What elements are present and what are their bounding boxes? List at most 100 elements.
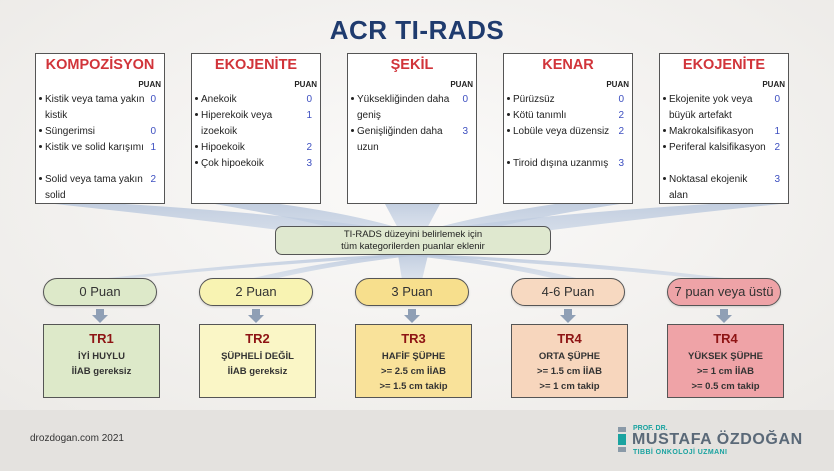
result-recommendation: >= 1 cm İİAB (696, 366, 755, 377)
logo-mark-icon (618, 427, 630, 455)
fan-to-4-6 (405, 255, 585, 280)
criteria-item: Hiperekoik veya izoekoik 1 (192, 108, 320, 140)
puan-header: PUAN (294, 80, 317, 89)
bullet-icon (663, 177, 666, 180)
criteria-item: Solid veya tama yakın solid 2 (36, 172, 164, 204)
fan-to-3 (398, 255, 428, 280)
criteria-item: Çok hipoekoik 3 (192, 156, 320, 172)
category-title: KOMPOZİSYON (45, 57, 155, 73)
result-recommendation: >= 2.5 cm İİAB (381, 366, 446, 377)
criteria-score: 3 (774, 174, 780, 185)
result-risk: ORTA ŞÜPHE (538, 351, 601, 362)
result-recommendation: >= 0.5 cm takip (691, 381, 760, 392)
criteria-text: Anekoik (201, 94, 237, 105)
criteria-score: 1 (306, 110, 312, 121)
criteria-text: Lobüle veya düzensiz (513, 126, 610, 137)
criteria-score: 2 (150, 174, 156, 185)
fan-to-7 (410, 255, 740, 280)
result-level: TR4 (557, 331, 582, 346)
criteria-score: 2 (618, 110, 624, 121)
puan-header: PUAN (606, 80, 629, 89)
bullet-icon (351, 129, 354, 132)
bullet-icon (507, 113, 510, 116)
criteria-score: 0 (618, 94, 624, 105)
bullet-icon (663, 97, 666, 100)
logo-subtitle: TIBBİ ONKOLOJİ UZMANI (633, 449, 728, 456)
result-level: TR1 (89, 331, 114, 346)
instruction-line-2: tüm kategorilerden puanlar eklenir (341, 241, 485, 252)
criteria-text: Yüksekliğinden daha geniş (357, 94, 450, 121)
bullet-icon (663, 129, 666, 132)
criteria-item: Anekoik 0 (192, 92, 320, 108)
bullet-icon (39, 129, 42, 132)
instruction-box: TI-RADS düzeyini belirlemek için tüm kat… (275, 226, 551, 255)
criteria-text: Kötü tanımlı (513, 110, 567, 121)
result-level: TR3 (401, 331, 426, 346)
result-recommendation: >= 1 cm takip (539, 381, 600, 392)
criteria-item: Lobüle veya düzensiz 2 (504, 124, 632, 156)
bullet-icon (39, 97, 42, 100)
bullet-icon (39, 177, 42, 180)
down-arrow-icon (716, 309, 732, 323)
bullet-icon (351, 97, 354, 100)
criteria-text: Hiperekoik veya izoekoik (201, 110, 273, 137)
result-level: TR2 (245, 331, 270, 346)
criteria-score: 0 (150, 94, 156, 105)
criteria-score: 0 (306, 94, 312, 105)
result-risk: ŞÜPHELİ DEĞİL (221, 351, 294, 362)
puan-header: PUAN (762, 80, 785, 89)
puan-header: PUAN (450, 80, 473, 89)
fan-from-sekil (385, 204, 440, 232)
criteria-score: 1 (774, 126, 780, 137)
criteria-text: Tiroid dışına uzanmış (513, 158, 609, 169)
footer-band (0, 410, 834, 471)
criteria-score: 3 (306, 158, 312, 169)
footer-site: drozdogan.com 2021 (30, 433, 124, 444)
down-arrow-icon (404, 309, 420, 323)
criteria-text: Çok hipoekoik (201, 158, 264, 169)
result-level: TR4 (713, 331, 738, 346)
instruction-line-1: TI-RADS düzeyini belirlemek için (343, 229, 483, 240)
criteria-text: Noktasal ekojenik alan (669, 174, 748, 201)
bullet-icon (195, 97, 198, 100)
result-recommendation: İİAB gereksiz (227, 366, 288, 377)
bullet-icon (195, 145, 198, 148)
criteria-score: 2 (774, 142, 780, 153)
points-pill-3: 3 Puan (355, 278, 469, 306)
criteria-text: Genişliğinden daha uzun (357, 126, 443, 153)
criteria-text: Kistik veya tama yakın kistik (45, 94, 145, 121)
points-pill-0: 0 Puan (43, 278, 157, 306)
points-pill-2: 2 Puan (199, 278, 313, 306)
page-title: ACR TI-RADS (329, 15, 505, 45)
bullet-icon (39, 145, 42, 148)
points-pill-7-plus: 7 puan veya üstü (667, 278, 781, 306)
result-recommendation: >= 1.5 cm takip (379, 381, 448, 392)
bullet-icon (195, 113, 198, 116)
criteria-text: Kistik ve solid karışımı (45, 142, 144, 153)
criteria-score: 2 (618, 126, 624, 137)
category-title: ŞEKİL (390, 57, 434, 73)
criteria-text: Solid veya tama yakın solid (45, 174, 143, 201)
fan-to-0 (90, 255, 420, 280)
bullet-icon (507, 161, 510, 164)
result-risk: YÜKSEK ŞÜPHE (688, 351, 763, 362)
